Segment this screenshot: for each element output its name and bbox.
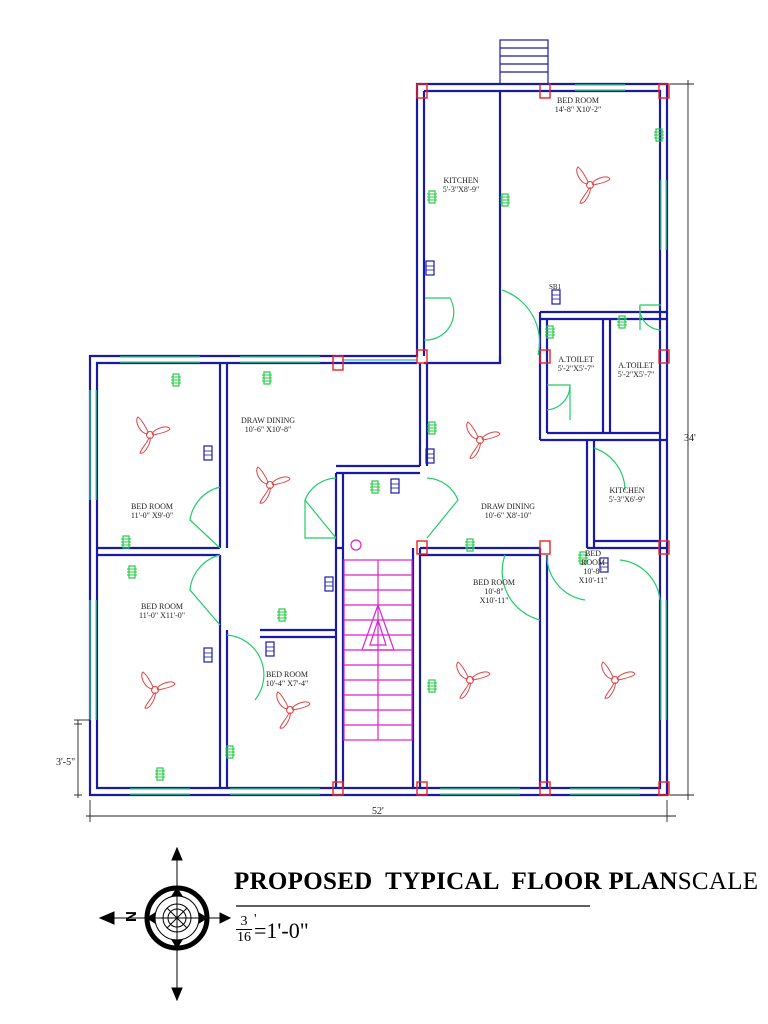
- room-name: KITCHEN: [443, 176, 479, 185]
- staircase: [343, 539, 413, 741]
- room-size: 5'-3"X6'-9": [608, 495, 646, 504]
- room-label-draw-dining-left: DRAW DINING 10'-6" X10'-8": [236, 416, 300, 434]
- room-label-draw-dining-right: DRAW DINING 10'-6" X8'-10": [476, 502, 540, 520]
- room-size: 10'-4" X7'-4": [265, 679, 309, 688]
- windows: [89, 84, 667, 795]
- room-size: X10'-11": [578, 576, 608, 585]
- room-name: BED ROOM: [556, 96, 599, 105]
- drawing-title: PROPOSED TYPICAL FLOOR PLANSCALE: [234, 868, 758, 896]
- light-fixtures: [120, 128, 665, 781]
- room-name: A.TOILET: [618, 361, 654, 370]
- room-size: 10'-8": [583, 567, 603, 576]
- scale-fraction: 3 16 ': [236, 912, 257, 945]
- scale-mark: ': [254, 912, 257, 927]
- room-size: 11'-0" X9'-0": [130, 511, 174, 520]
- dimension-offset-label: 3'-5": [56, 757, 76, 768]
- room-label-bedroom-far-right: BED ROOM 10'-8" X10'-11": [576, 549, 610, 585]
- room-size: 10'-8": [484, 587, 504, 596]
- room-label-bedroom-left-upper: BED ROOM 11'-0" X9'-0": [122, 502, 182, 520]
- walls: [88, 82, 669, 797]
- top-steps: [499, 39, 549, 85]
- room-name: BED: [585, 549, 601, 558]
- room-name: BED ROOM: [130, 502, 173, 511]
- room-name: BED ROOM: [140, 602, 183, 611]
- scale-denominator: 16: [237, 930, 251, 945]
- room-size: 14'-8" X10'-2": [554, 105, 602, 114]
- scale-numerator: 3: [236, 914, 252, 930]
- dimension-lines: [74, 80, 694, 822]
- compass-north-letter: N: [121, 911, 139, 922]
- room-size: X10'-11": [479, 596, 509, 605]
- room-size: 10'-6" X8'-10": [484, 511, 532, 520]
- compass-rose: [98, 846, 232, 1002]
- switchboard-tag: SB1: [549, 283, 562, 291]
- room-name: ROOM: [580, 558, 605, 567]
- scale-word: SCALE: [677, 868, 759, 895]
- room-label-toilet-1: A.TOILET 5'-2"X5'-7": [552, 355, 600, 373]
- room-name: BED ROOM: [472, 578, 515, 587]
- columns: [332, 83, 670, 796]
- room-size: 11'-0" X11'-0": [139, 611, 185, 620]
- room-label-bedroom-mid-right: BED ROOM 10'-8" X10'-11": [466, 578, 522, 605]
- room-size: 10'-6" X10'-8": [244, 425, 292, 434]
- doors: [189, 289, 662, 701]
- room-label-toilet-2: A.TOILET 5'-2"X5'-7": [612, 361, 660, 379]
- room-name: KITCHEN: [609, 486, 645, 495]
- room-name: BED ROOM: [265, 670, 308, 679]
- room-label-bedroom-left-lower: BED ROOM 11'-0" X11'-0": [132, 602, 192, 620]
- dimension-height-label: 34': [684, 433, 696, 444]
- room-name: DRAW DINING: [480, 502, 536, 511]
- room-size: 5'-3"X8'-9": [442, 185, 480, 194]
- room-name: A.TOILET: [558, 355, 594, 364]
- title-block: PROPOSED TYPICAL FLOOR PLANSCALE 3 16 ' …: [234, 868, 758, 988]
- dimension-width-label: 52': [372, 806, 384, 817]
- scale-equivalent: =1'-0": [254, 918, 309, 943]
- room-label-bedroom-top: BED ROOM 14'-8" X10'-2": [548, 96, 608, 114]
- room-size: 5'-2"X5'-7": [617, 370, 655, 379]
- room-label-kitchen-top: KITCHEN 5'-3"X8'-9": [436, 176, 486, 194]
- title-text: PROPOSED TYPICAL FLOOR PLAN: [234, 868, 678, 895]
- room-size: 5'-2"X5'-7": [557, 364, 595, 373]
- room-label-kitchen-right: KITCHEN 5'-3"X6'-9": [602, 486, 652, 504]
- room-label-bedroom-small: BED ROOM 10'-4" X7'-4": [258, 670, 316, 688]
- room-name: DRAW DINING: [240, 416, 296, 425]
